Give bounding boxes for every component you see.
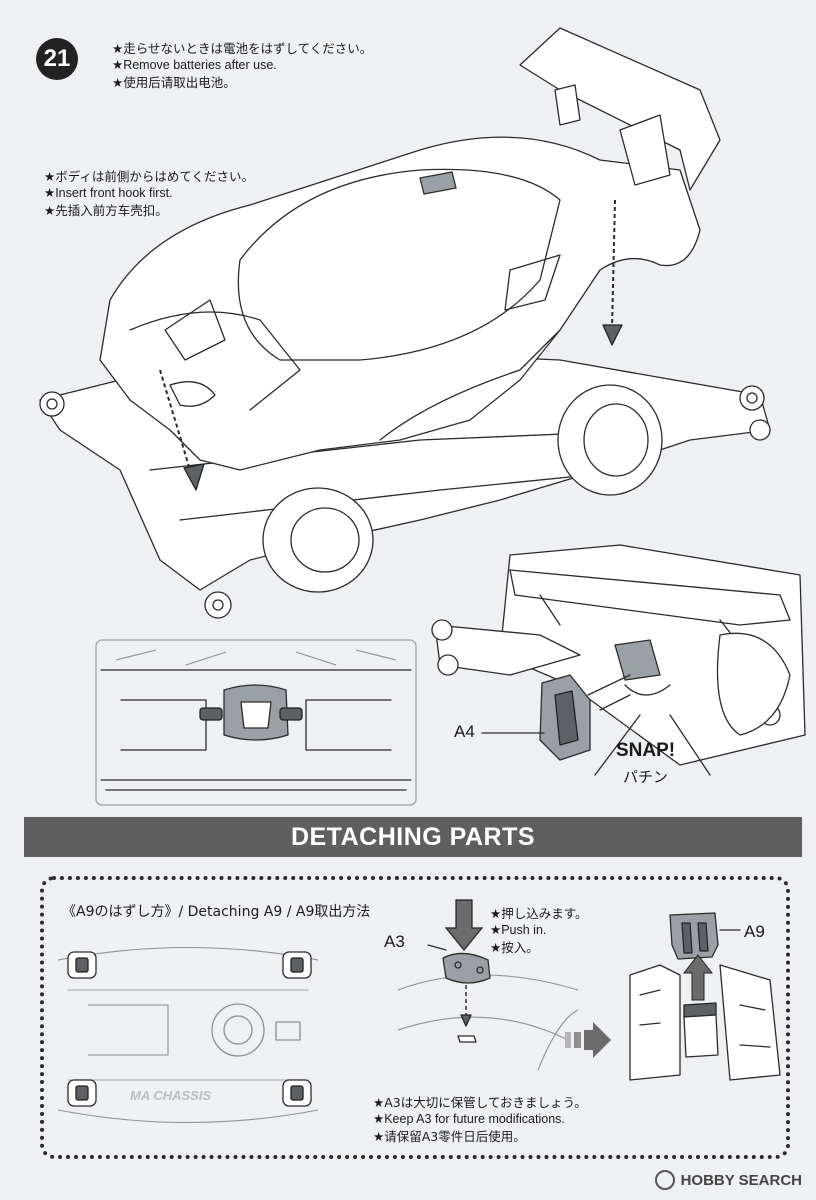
chassis-logo-text: MA CHASSIS (130, 1088, 212, 1103)
snap-label-en: SNAP! (616, 740, 676, 761)
chassis-underside-inset (95, 639, 417, 806)
chassis-bottom-illustration (57, 946, 319, 1124)
step-number-badge: 21 (36, 38, 78, 80)
push-in-illustration (397, 899, 579, 1071)
keep-a3-en: ★Keep A3 for future modifications. (373, 1112, 565, 1126)
hobby-search-logo-icon (654, 1170, 675, 1190)
car-body-illustration (39, 27, 771, 619)
part-label-a4: A4 (454, 722, 475, 741)
push-in-ja: ★押し込みます。 (490, 906, 588, 921)
snap-label-ja: パチン (623, 769, 669, 786)
watermark-text: HOBBY SEARCH (680, 1171, 802, 1189)
battery-note-zh: ★使用后请取出电池。 (112, 75, 236, 90)
keep-a3-note: ★A3は大切に保管しておきましょう。 ★Keep A3 for future m… (373, 1094, 587, 1145)
section-title: DETACHING PARTS (290, 822, 536, 851)
hobby-search-watermark: HOBBY SEARCH (654, 1170, 802, 1190)
next-step-arrow (565, 1022, 611, 1058)
battery-note-ja: ★走らせないときは電池をはずしてください。 (112, 41, 373, 56)
hook-note-en: ★Insert front hook first. (44, 186, 173, 200)
battery-note: ★走らせないときは電池をはずしてください。 ★Remove batteries … (112, 40, 372, 91)
hook-note: ★ボディは前側からはめてください。 ★Insert front hook fir… (44, 168, 254, 219)
hook-note-ja: ★ボディは前側からはめてください。 (44, 169, 254, 184)
detaching-parts-header: DETACHING PARTS (24, 817, 802, 857)
keep-a3-zh: ★请保留A3零件日后使用。 (373, 1129, 526, 1144)
push-in-note: ★押し込みます。 ★Push in. ★按入。 (490, 905, 587, 956)
detaching-a9-panel (40, 876, 790, 1159)
part-label-a9: A9 (744, 922, 765, 941)
push-in-en: ★Push in. (490, 923, 547, 937)
battery-note-en: ★Remove batteries after use. (112, 58, 277, 72)
detach-heading: 《A9のはずし方》/ Detaching A9 / A9取出方法 (62, 904, 371, 920)
remove-a9-illustration (629, 912, 781, 1081)
push-in-zh: ★按入。 (490, 940, 539, 955)
keep-a3-ja: ★A3は大切に保管しておきましょう。 (373, 1095, 587, 1110)
rear-closeup-illustration (431, 544, 806, 776)
hook-note-zh: ★先插入前方车壳扣。 (44, 203, 168, 218)
part-label-a3: A3 (384, 932, 405, 951)
step-number: 21 (43, 45, 71, 72)
part-a4-leader-line (481, 732, 545, 734)
